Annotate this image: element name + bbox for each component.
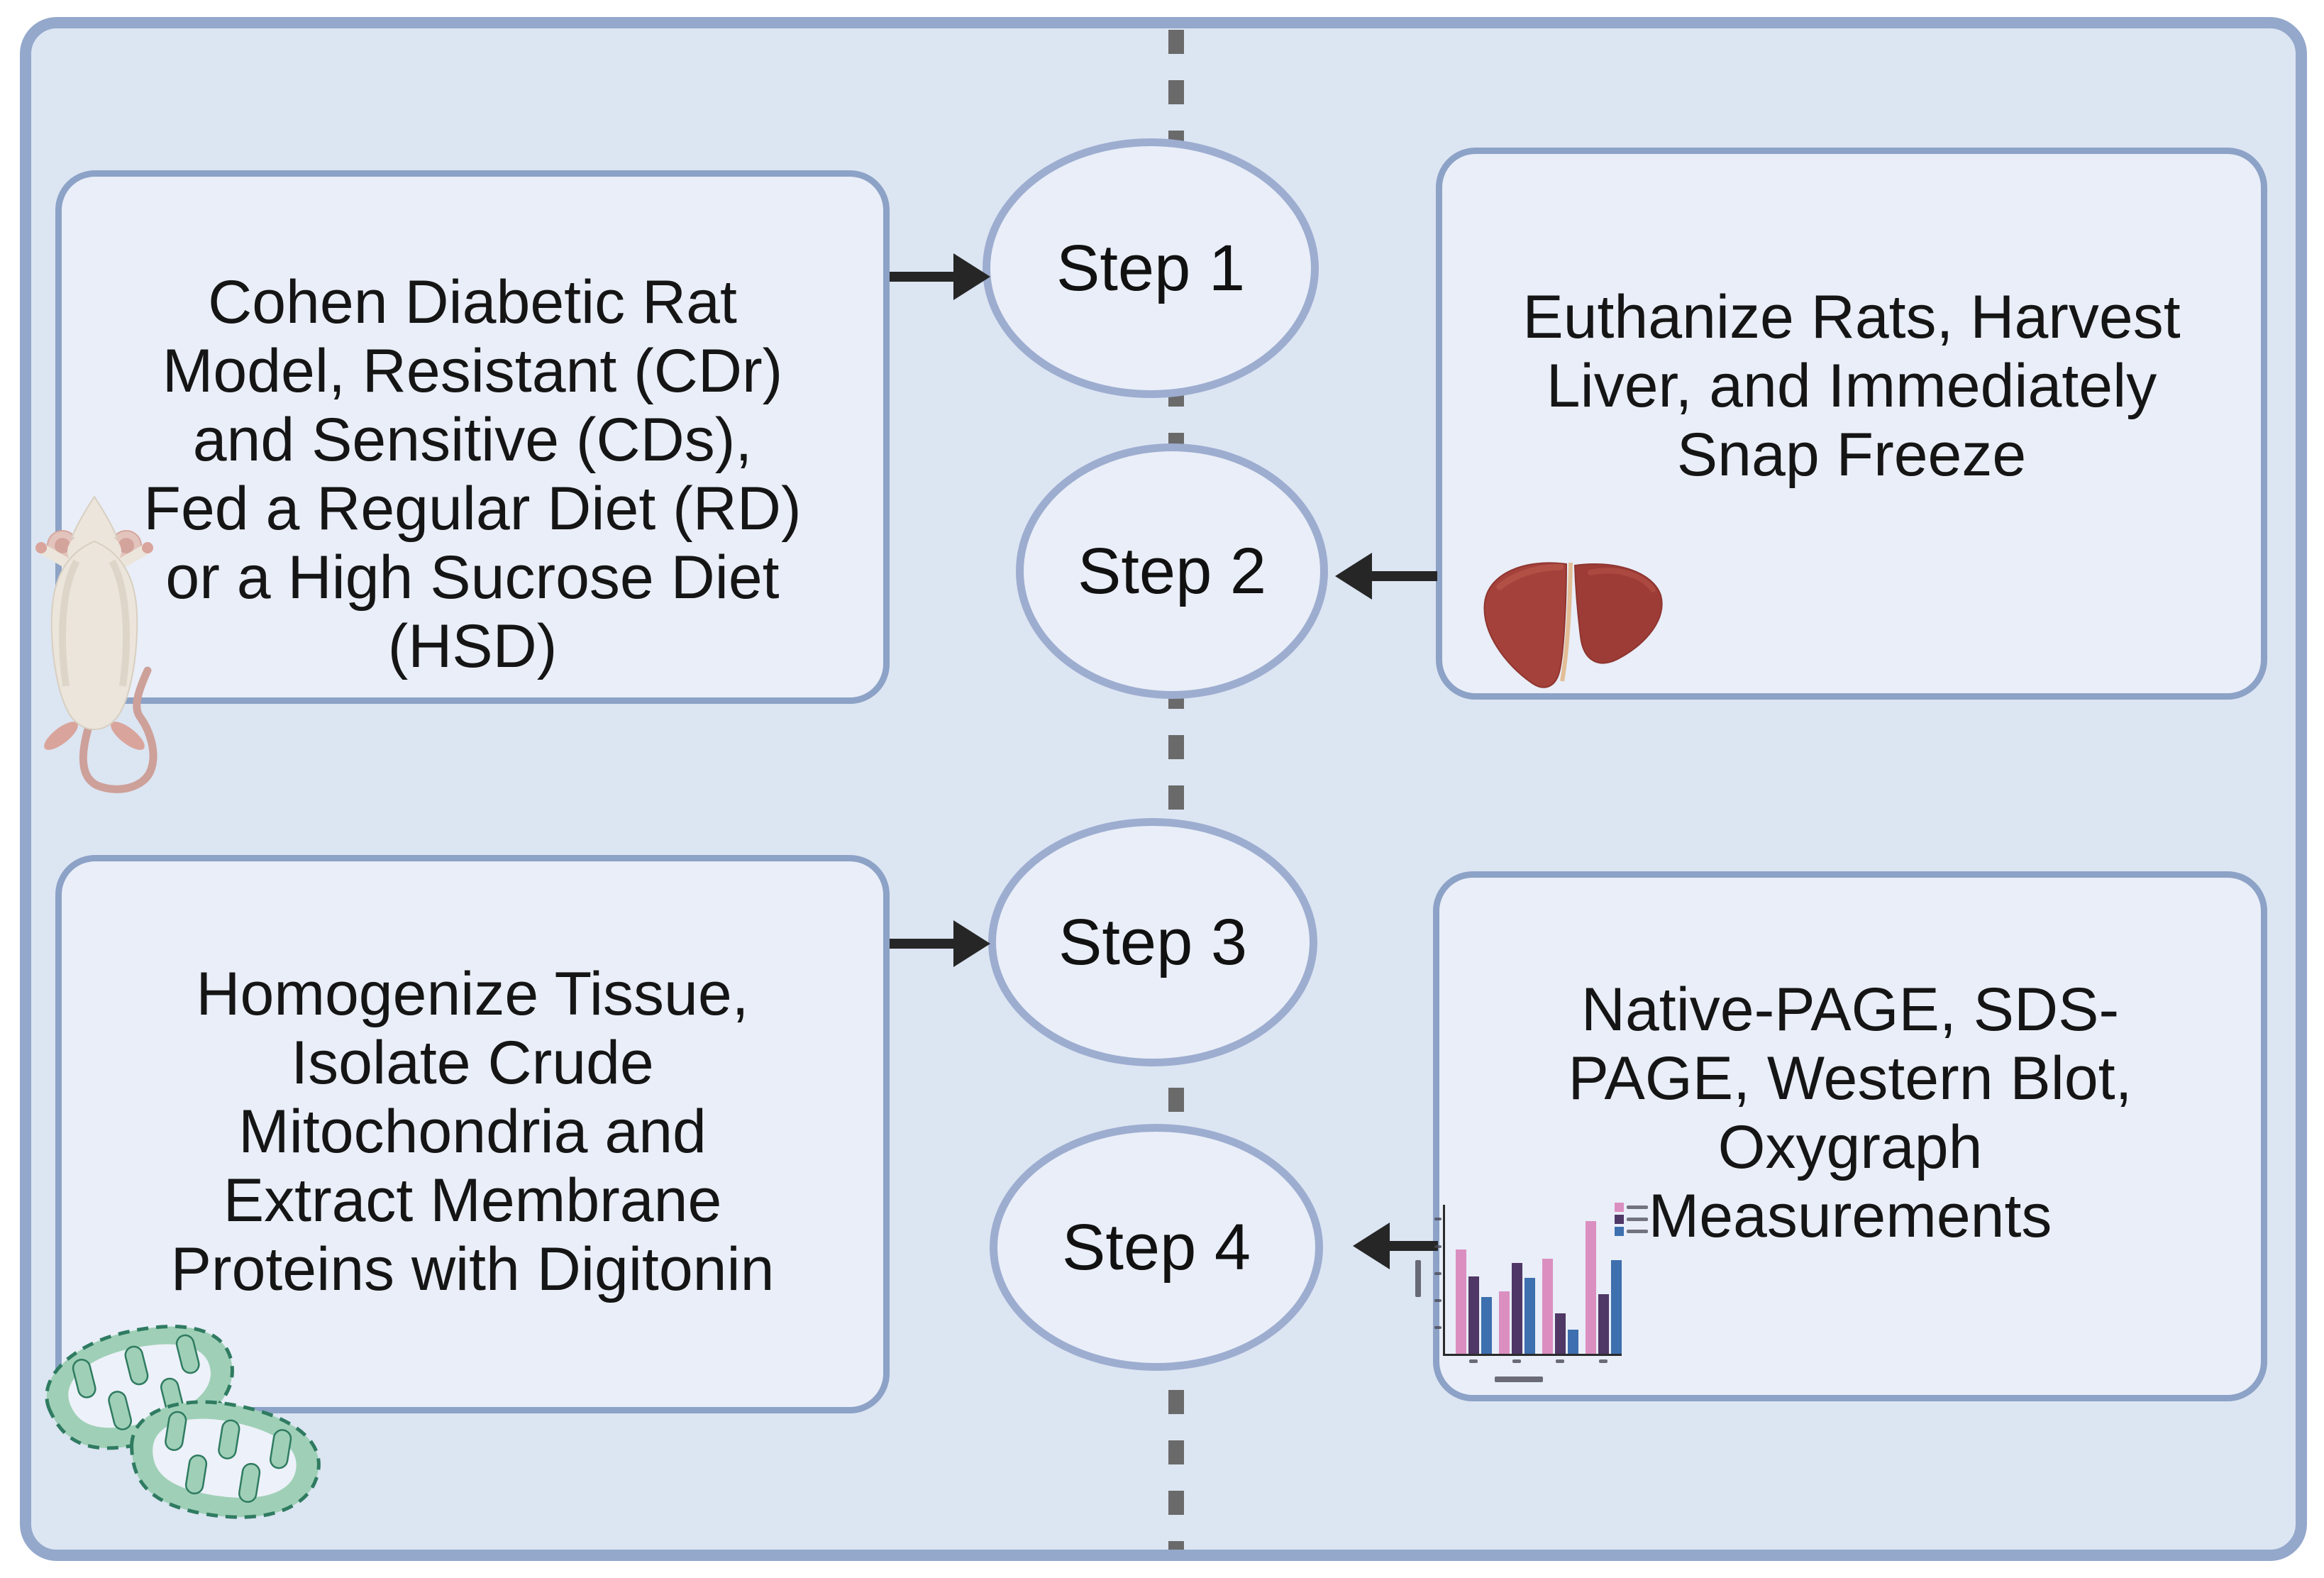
rat-illustration <box>35 495 157 793</box>
mini-bar <box>1542 1259 1553 1354</box>
box-1-line: Cohen Diabetic Rat <box>208 268 737 336</box>
step-2-label: Step 2 <box>1078 534 1266 607</box>
y-tick-smudge <box>1434 1299 1442 1302</box>
x-tick-smudge <box>1469 1359 1478 1363</box>
box-1-line: and Sensitive (CDs), <box>192 406 753 474</box>
arrowhead-icon <box>953 920 990 967</box>
box-2-line: Snap Freeze <box>1676 421 2027 489</box>
mini-bar <box>1568 1330 1578 1354</box>
mini-bar <box>1611 1260 1622 1354</box>
step-3-label: Step 3 <box>1058 905 1247 978</box>
arrowhead-icon <box>1353 1223 1390 1269</box>
y-axis-label-smudge <box>1415 1260 1421 1297</box>
legend-swatch <box>1615 1214 1624 1224</box>
box-1-line: (HSD) <box>387 612 558 680</box>
box-4-line: PAGE, Western Blot, <box>1568 1044 2132 1113</box>
step-circle-1: Step 1 <box>983 138 1319 398</box>
box-4-line: Native-PAGE, SDS- <box>1581 976 2120 1044</box>
chart-y-axis <box>1443 1205 1445 1354</box>
box-1-line: or a High Sucrose Diet <box>165 544 780 612</box>
mini-bar <box>1525 1278 1535 1354</box>
box-3-line: Homogenize Tissue, <box>196 960 749 1028</box>
x-tick-smudge <box>1599 1359 1608 1363</box>
protocol-box-4: Native-PAGE, SDS- PAGE, Western Blot, Ox… <box>1433 871 2267 1401</box>
mini-bar <box>1499 1291 1510 1354</box>
arrow-right-icon <box>890 920 990 967</box>
chart-x-axis <box>1443 1354 1622 1356</box>
legend-row <box>1615 1214 1648 1224</box>
legend-row <box>1615 1226 1648 1236</box>
mini-bar <box>1456 1249 1466 1354</box>
mini-bar <box>1468 1276 1479 1354</box>
legend-label-smudge <box>1627 1217 1648 1221</box>
arrowhead-icon <box>1335 553 1372 600</box>
arrowhead-icon <box>953 253 990 300</box>
mini-bar-chart <box>1408 1198 1671 1403</box>
mini-bar <box>1512 1263 1522 1354</box>
protocol-box-3: Homogenize Tissue, Isolate Crude Mitocho… <box>55 855 890 1413</box>
liver-illustration <box>1483 562 1663 688</box>
box-2-line: Liver, and Immediately <box>1546 352 2157 420</box>
box-3-line: Isolate Crude <box>291 1029 654 1097</box>
mini-bar <box>1598 1294 1609 1354</box>
y-tick-smudge <box>1434 1326 1442 1329</box>
legend-swatch <box>1615 1226 1624 1236</box>
mitochondria-illustration <box>45 1324 321 1519</box>
legend-label-smudge <box>1627 1229 1648 1233</box>
box-3-line: Mitochondria and <box>238 1098 707 1166</box>
y-tick-smudge <box>1434 1218 1442 1220</box>
arrow-left-icon <box>1335 553 1437 600</box>
x-axis-label-smudge <box>1495 1376 1543 1382</box>
box-1-line: Model, Resistant (CDr) <box>162 337 783 405</box>
x-tick-smudge <box>1512 1359 1521 1363</box>
mini-bar <box>1555 1313 1566 1354</box>
mini-chart-legend <box>1615 1202 1648 1238</box>
mini-bar <box>1586 1221 1596 1354</box>
y-tick-smudge <box>1434 1272 1442 1275</box>
arrow-right-icon <box>890 253 990 300</box>
box-3-line: Proteins with Digitonin <box>170 1235 775 1303</box>
legend-label-smudge <box>1627 1205 1648 1209</box>
legend-row <box>1615 1202 1648 1212</box>
step-4-label: Step 4 <box>1062 1210 1251 1284</box>
step-1-label: Step 1 <box>1056 231 1245 304</box>
protocol-box-1: Cohen Diabetic Rat Model, Resistant (CDr… <box>55 170 890 704</box>
y-tick-smudge <box>1434 1245 1442 1248</box>
box-4-line: Oxygraph <box>1717 1113 1983 1181</box>
x-tick-smudge <box>1556 1359 1564 1363</box>
mini-bar <box>1481 1297 1492 1354</box>
legend-swatch <box>1615 1202 1624 1212</box>
box-3-line: Extract Membrane <box>223 1166 722 1235</box>
arrow-left-icon <box>1353 1223 1438 1269</box>
step-circle-4: Step 4 <box>990 1124 1323 1371</box>
box-2-line: Euthanize Rats, Harvest <box>1522 283 2181 351</box>
protocol-box-2: Euthanize Rats, Harvest Liver, and Immed… <box>1436 148 2267 700</box>
box-1-line: Fed a Regular Diet (RD) <box>143 475 802 543</box>
step-circle-3: Step 3 <box>988 818 1317 1066</box>
box-4-line: Measurements <box>1648 1182 2052 1250</box>
step-circle-2: Step 2 <box>1016 443 1328 699</box>
